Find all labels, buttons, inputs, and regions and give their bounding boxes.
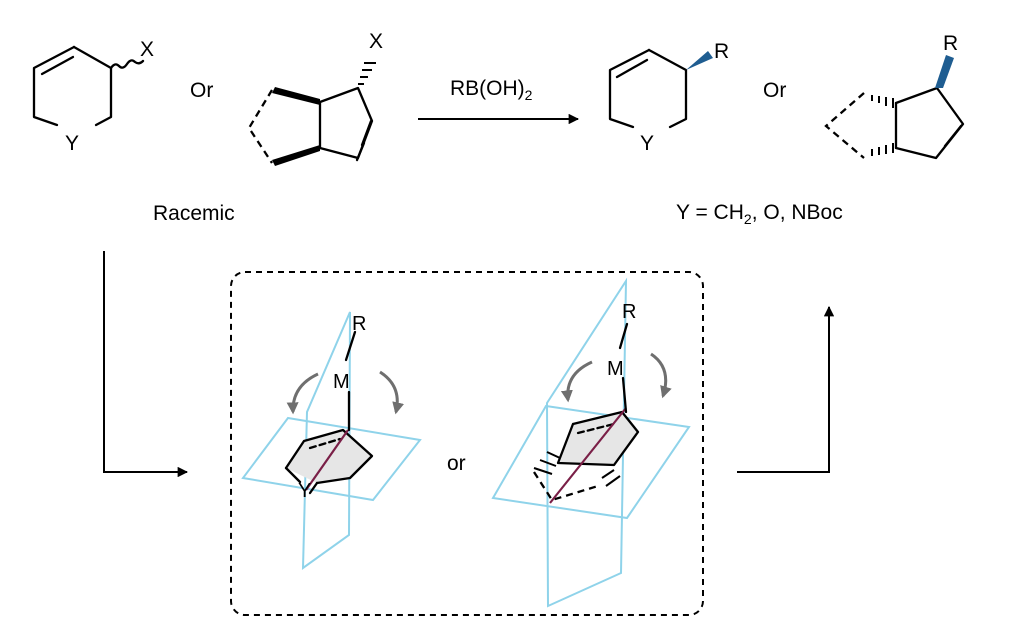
- r-label: R: [352, 313, 366, 335]
- hashed-bond: [533, 451, 621, 487]
- cyclohexene-product: R Y: [608, 40, 729, 155]
- or-label-right: Or: [763, 79, 786, 102]
- rotation-arrow-icon: [286, 372, 319, 415]
- flow-arrow-out: [737, 305, 835, 473]
- y-definition-caption: Y = CH2, O, NBoc: [676, 201, 843, 227]
- cyclohexene-substrate: X Y: [32, 38, 154, 155]
- m-label: M: [607, 358, 624, 380]
- bicyclic-substrate: X: [247, 30, 383, 166]
- r-label: R: [622, 301, 636, 323]
- racemic-caption: Racemic: [153, 202, 235, 225]
- rotation-arrow-icon: [650, 352, 672, 399]
- or-label-middle: or: [447, 452, 466, 475]
- ring-shading: [558, 412, 638, 465]
- wavy-bond: [109, 59, 145, 70]
- reagent-label: RB(OH)2: [450, 77, 533, 103]
- wedge-bond: [935, 55, 954, 88]
- m-label: M: [333, 371, 350, 393]
- vertical-plane: [545, 277, 628, 608]
- wedge-bond: [272, 87, 320, 105]
- bicyclic-product: R: [824, 32, 965, 160]
- flow-arrow-in: [103, 251, 189, 478]
- wedge-bond: [272, 145, 320, 166]
- rotation-arrow-icon: [560, 360, 593, 403]
- horizontal-plane: [241, 416, 422, 502]
- y-label: Y: [640, 132, 654, 155]
- transition-state-box: [230, 271, 704, 616]
- transition-state-bicyclic: R M: [491, 277, 691, 608]
- r-label: R: [714, 40, 729, 63]
- wedge-bond: [686, 51, 713, 70]
- y-label: Y: [298, 480, 311, 502]
- reaction-arrow: RB(OH)2: [418, 77, 580, 125]
- transition-state-cyclohexene: R M Y: [241, 311, 422, 570]
- hashed-bond: [871, 95, 894, 156]
- or-label-left: Or: [190, 79, 213, 102]
- hashed-bond: [358, 62, 376, 85]
- x-label: X: [369, 30, 383, 53]
- y-label: Y: [65, 132, 79, 155]
- rotation-arrow-icon: [379, 370, 405, 415]
- x-label: X: [140, 38, 154, 61]
- horizontal-plane: [491, 404, 691, 520]
- r-label: R: [943, 32, 958, 55]
